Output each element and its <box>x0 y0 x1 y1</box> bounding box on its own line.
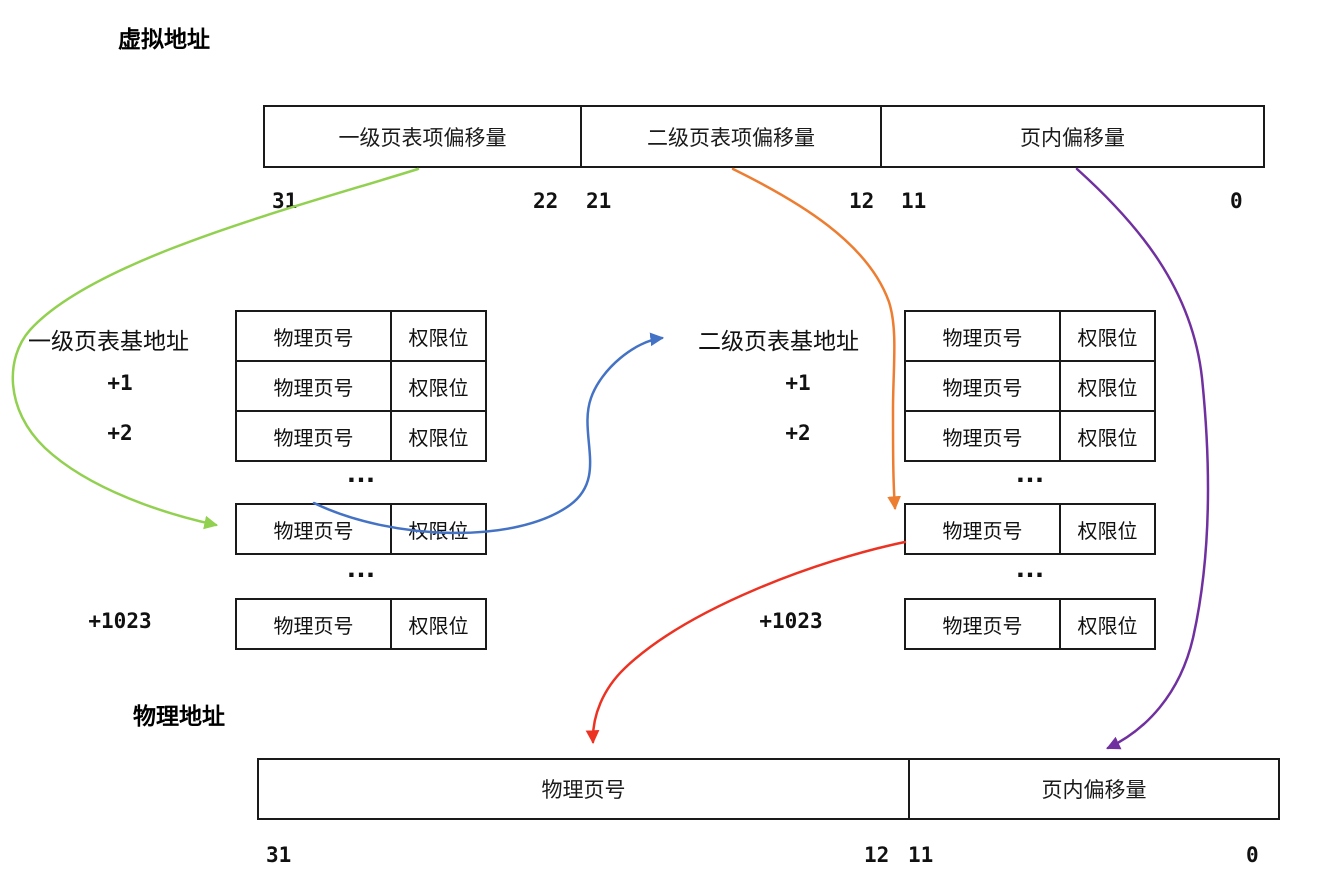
level1-base-address-label: 一级页表基地址 <box>28 328 189 354</box>
virtual-address-box: 一级页表项偏移量 二级页表项偏移量 页内偏移量 <box>263 105 1265 168</box>
level1-offset-2: +2 <box>107 421 133 445</box>
physical-address-box: 物理页号 页内偏移量 <box>257 758 1280 820</box>
perm-bits-cell: 权限位 <box>408 520 469 543</box>
perm-bits-cell: 权限位 <box>408 377 469 400</box>
table-row: 物理页号 权限位 <box>906 410 1154 460</box>
level2-offset-1: +1 <box>785 371 811 395</box>
perm-bits-cell: 权限位 <box>1077 615 1138 638</box>
arrow-physical-page <box>585 540 907 745</box>
perm-bits-cell: 权限位 <box>408 327 469 350</box>
va-bit-31: 31 <box>272 189 298 213</box>
level1-page-table-top-rows: 物理页号 权限位 物理页号 权限位 物理页号 权限位 <box>235 310 487 462</box>
level2-selected-entry-row: 物理页号 权限位 <box>904 503 1156 555</box>
level2-offset-1023: +1023 <box>759 609 823 633</box>
table-row: 物理页号 权限位 <box>906 312 1154 360</box>
level2-last-entry-row: 物理页号 权限位 <box>904 598 1156 650</box>
level1-offset-1023: +1023 <box>88 609 152 633</box>
ellipsis: … <box>1015 551 1045 584</box>
level1-last-entry-row: 物理页号 权限位 <box>235 598 487 650</box>
pa-bit-11: 11 <box>908 843 934 867</box>
pa-bit-0: 0 <box>1246 843 1259 867</box>
perm-bits-cell: 权限位 <box>1077 377 1138 400</box>
va-field-page-offset: 页内偏移量 <box>880 107 1263 166</box>
level2-offset-2: +2 <box>785 421 811 445</box>
page-number-cell: 物理页号 <box>237 505 392 553</box>
table-row: 物理页号 权限位 <box>237 312 485 360</box>
va-bit-21: 21 <box>586 189 612 213</box>
perm-bits-cell: 权限位 <box>1077 427 1138 450</box>
table-row: 物理页号 权限位 <box>237 505 485 553</box>
va-bit-11: 11 <box>901 189 927 213</box>
perm-bits-cell: 权限位 <box>408 427 469 450</box>
table-row: 物理页号 权限位 <box>906 505 1154 553</box>
level2-base-address-label: 二级页表基地址 <box>698 328 859 354</box>
table-row: 物理页号 权限位 <box>237 600 485 648</box>
va-field-l2-offset: 二级页表项偏移量 <box>580 107 880 166</box>
page-number-cell: 物理页号 <box>237 600 392 648</box>
ellipsis: … <box>1015 456 1045 489</box>
page-number-cell: 物理页号 <box>906 312 1061 360</box>
perm-bits-cell: 权限位 <box>1077 327 1138 350</box>
table-row: 物理页号 权限位 <box>237 360 485 410</box>
pa-field-phys-page: 物理页号 <box>541 779 626 802</box>
table-row: 物理页号 权限位 <box>906 600 1154 648</box>
va-bit-0: 0 <box>1230 189 1243 213</box>
table-row: 物理页号 权限位 <box>237 410 485 460</box>
va-field-l1-offset: 一级页表项偏移量 <box>338 126 507 150</box>
pa-bit-12: 12 <box>864 843 890 867</box>
level2-page-table-top-rows: 物理页号 权限位 物理页号 权限位 物理页号 权限位 <box>904 310 1156 462</box>
page-number-cell: 物理页号 <box>237 312 392 360</box>
perm-bits-cell: 权限位 <box>1077 520 1138 543</box>
perm-bits-cell: 权限位 <box>408 615 469 638</box>
page-number-cell: 物理页号 <box>906 362 1061 410</box>
level1-selected-entry-row: 物理页号 权限位 <box>235 503 487 555</box>
page-number-cell: 物理页号 <box>906 600 1061 648</box>
table-row: 物理页号 权限位 <box>906 360 1154 410</box>
page-number-cell: 物理页号 <box>906 412 1061 460</box>
page-number-cell: 物理页号 <box>237 362 392 410</box>
va-bit-22: 22 <box>533 189 559 213</box>
virtual-address-title: 虚拟地址 <box>118 26 210 52</box>
va-bit-12: 12 <box>849 189 875 213</box>
level1-offset-1: +1 <box>107 371 133 395</box>
pa-field-page-offset: 页内偏移量 <box>908 760 1278 818</box>
physical-address-title: 物理地址 <box>133 703 225 729</box>
ellipsis: … <box>346 456 376 489</box>
page-number-cell: 物理页号 <box>906 505 1061 553</box>
page-number-cell: 物理页号 <box>237 412 392 460</box>
pa-bit-31: 31 <box>266 843 292 867</box>
ellipsis: … <box>346 551 376 584</box>
